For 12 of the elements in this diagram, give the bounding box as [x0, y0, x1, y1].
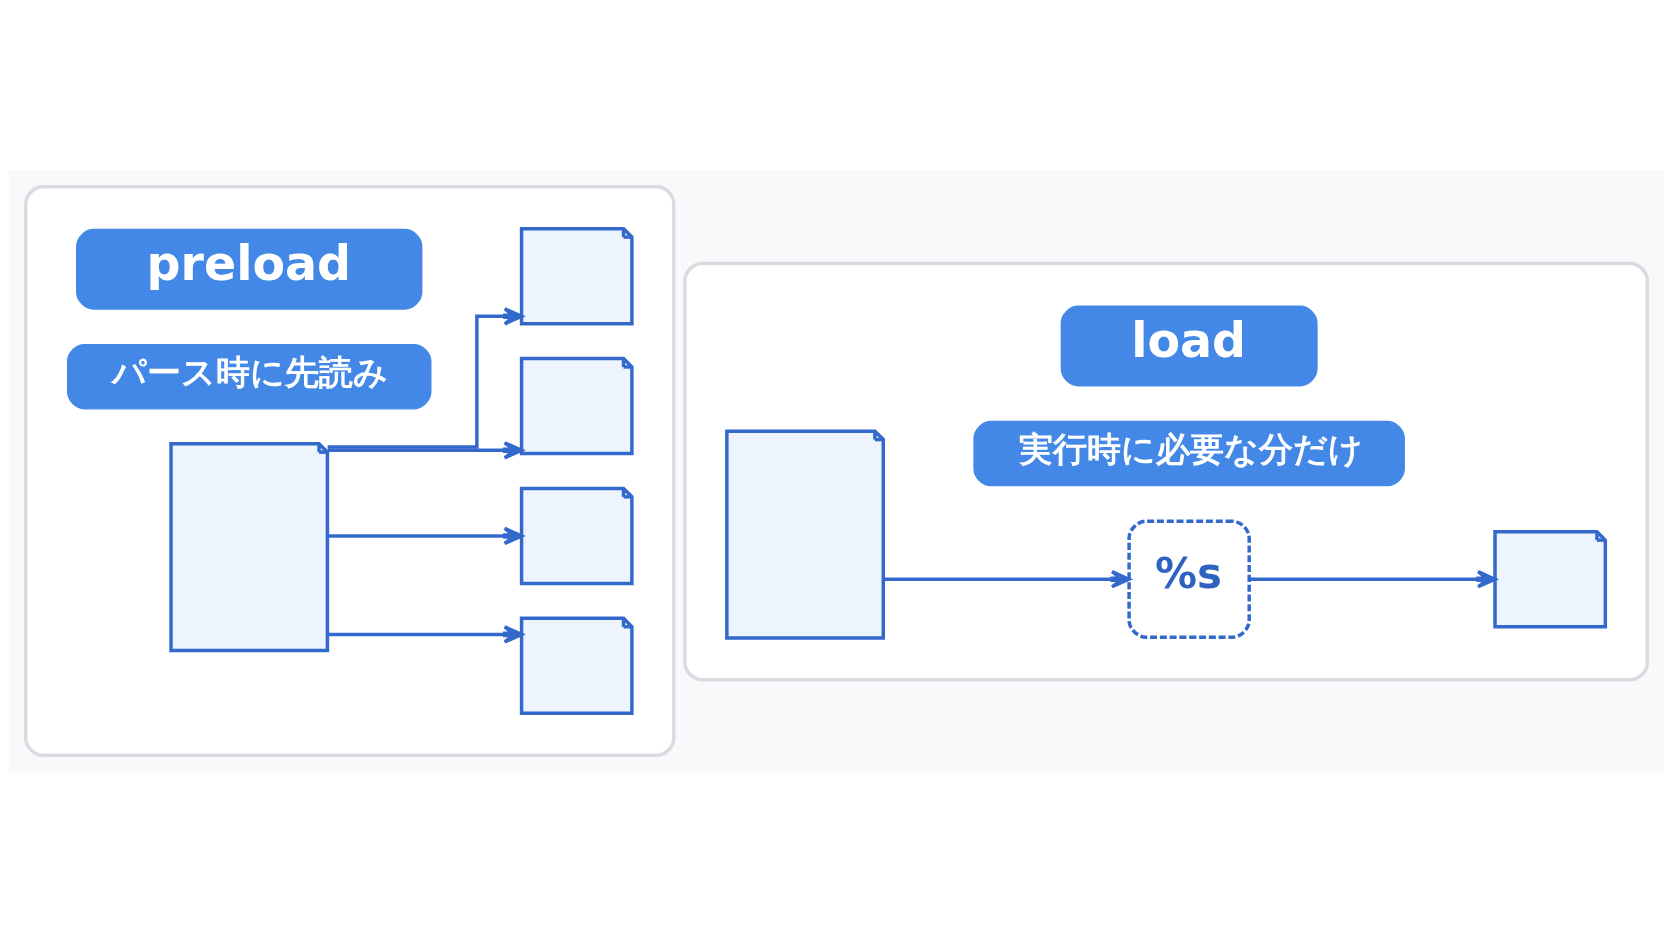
arrow [883, 569, 1131, 589]
arrow [327, 306, 523, 449]
node-box: load [1060, 305, 1318, 386]
arrow [327, 624, 523, 644]
node-box: preload [75, 228, 422, 310]
node-box: %s [1126, 519, 1251, 639]
arrow [1249, 569, 1497, 589]
arrow [327, 526, 523, 545]
node-box: 実行時に必要な分だけ [972, 420, 1405, 486]
node-box: パース時に先読み [66, 343, 431, 410]
cluster [682, 261, 1649, 682]
arrow [327, 440, 523, 460]
